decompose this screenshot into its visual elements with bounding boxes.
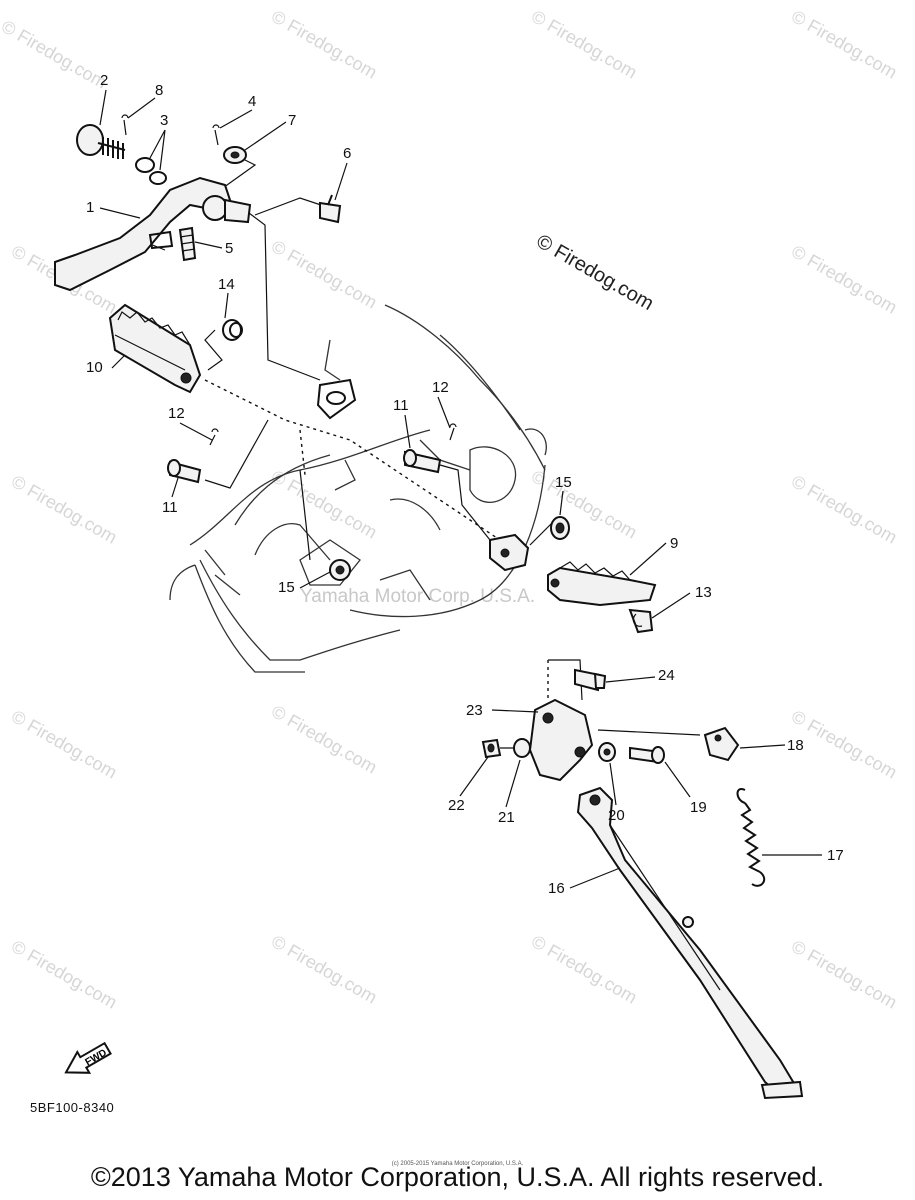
nut-part xyxy=(481,738,502,759)
callout-label: 1 xyxy=(86,199,94,216)
cotter-pin-part xyxy=(209,428,219,446)
callout-label: 14 xyxy=(218,276,235,293)
callout-label: 20 xyxy=(608,807,625,824)
callout-label: 15 xyxy=(555,474,572,491)
watermark: © Firedog.com xyxy=(528,466,640,542)
sidestand-part xyxy=(576,786,804,1100)
callout-label: 13 xyxy=(695,584,712,601)
callout-label: 16 xyxy=(548,880,565,897)
sidestand-bracket-part xyxy=(528,698,594,782)
watermark: © Firedog.com xyxy=(268,466,380,542)
callout-label: 12 xyxy=(432,379,449,396)
callout-label: 2 xyxy=(100,72,108,89)
callout-label: 22 xyxy=(448,797,465,814)
bolt-part xyxy=(574,668,607,692)
watermark-feature: © Firedog.com xyxy=(533,230,658,315)
clip-part xyxy=(628,608,654,634)
callout-label: 19 xyxy=(690,799,707,816)
copyright-notice: ©2013 Yamaha Motor Corporation, U.S.A. A… xyxy=(90,1162,825,1192)
cotter-pin-part xyxy=(212,124,220,146)
watermark: © Firedog.com xyxy=(268,6,380,82)
forward-arrow-icon: FWD xyxy=(64,1041,112,1074)
callout-label: 3 xyxy=(160,112,168,129)
collar-part xyxy=(598,742,616,762)
watermark: © Firedog.com xyxy=(8,706,120,782)
callout-label: 11 xyxy=(162,499,178,516)
watermark: © Firedog.com xyxy=(268,931,380,1007)
plate-part xyxy=(703,726,740,762)
pivot-bolt-part xyxy=(319,194,342,224)
watermark: © Firedog.com xyxy=(788,706,900,782)
o-ring-part xyxy=(149,171,167,185)
watermark: © Firedog.com xyxy=(8,471,120,547)
watermark: © Firedog.com xyxy=(788,241,900,317)
callout-label: 18 xyxy=(787,737,804,754)
bolt-part xyxy=(629,746,665,764)
callout-label: 17 xyxy=(827,847,844,864)
callout-layer: 1 2 3 4 5 6 7 8 9 10 11 11 12 12 13 14 1… xyxy=(86,72,844,897)
cotter-pin-part xyxy=(121,114,129,136)
watermark: © Firedog.com xyxy=(528,931,640,1007)
callout-label: 24 xyxy=(658,667,675,684)
spring-part xyxy=(222,319,243,341)
callout-label: 10 xyxy=(86,359,103,376)
callout-label: 6 xyxy=(343,145,351,162)
watermark-layer: © Firedog.com © Firedog.com © Firedog.co… xyxy=(0,6,900,1012)
callout-label: 5 xyxy=(225,240,233,257)
o-ring-part xyxy=(135,157,155,173)
callout-label: 9 xyxy=(670,535,678,552)
watermark: © Firedog.com xyxy=(8,936,120,1012)
watermark: © Firedog.com xyxy=(0,16,110,92)
watermark: © Firedog.com xyxy=(268,701,380,777)
bolt-left-part xyxy=(167,459,202,484)
footrest-left-part xyxy=(108,303,202,394)
part-code: 5BF100-8340 xyxy=(30,1100,115,1115)
washer-part xyxy=(329,559,351,581)
callout-label: 23 xyxy=(466,702,483,719)
callout-label: 8 xyxy=(155,82,163,99)
bolt-right-part xyxy=(403,449,442,474)
callout-label: 15 xyxy=(278,579,295,596)
leader-lines xyxy=(139,154,701,749)
callout-label: 12 xyxy=(168,405,185,422)
callout-leaders xyxy=(99,89,822,889)
watermark-center: Yamaha Motor Corp. U.S.A. xyxy=(300,586,535,607)
watermark: © Firedog.com xyxy=(788,471,900,547)
watermark: © Firedog.com xyxy=(268,236,380,312)
washer-part xyxy=(550,516,570,540)
sidestand-spring-part xyxy=(736,788,766,887)
callout-label: 11 xyxy=(393,397,409,414)
bracket-part xyxy=(316,378,357,420)
shift-pedal-part xyxy=(54,176,252,292)
adjuster-part xyxy=(178,226,197,262)
watermark: © Firedog.com xyxy=(528,6,640,82)
frame-outline xyxy=(169,304,547,673)
cotter-pin-part xyxy=(449,423,457,441)
callout-label: 21 xyxy=(498,809,515,826)
watermark: © Firedog.com xyxy=(788,936,900,1012)
shift-shaft-part xyxy=(76,124,126,159)
callout-label: 4 xyxy=(248,93,256,110)
watermark: © Firedog.com xyxy=(788,6,900,82)
forward-label: FWD xyxy=(84,1047,109,1068)
footrest-right-part xyxy=(489,533,657,607)
small-credit: (c) 2005-2015 Yamaha Motor Corporation, … xyxy=(391,1161,524,1167)
collar-part xyxy=(513,738,531,758)
callout-label: 7 xyxy=(288,112,296,129)
washer-part xyxy=(223,146,247,164)
